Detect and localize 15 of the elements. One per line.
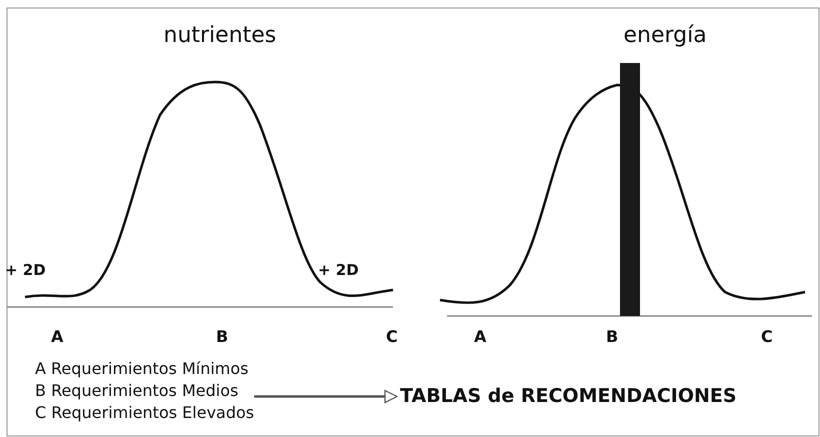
legend-text: A Requerimientos Mínimos <box>35 358 248 380</box>
arrow <box>254 390 398 404</box>
legend-text: C Requerimientos Elevados <box>35 402 254 424</box>
axis-label: C <box>761 329 773 345</box>
axis-label: C <box>386 329 398 345</box>
conclusion-text: TABLAS de RECOMENDACIONES <box>400 384 737 409</box>
deviation-label: + 2D <box>5 262 46 278</box>
axis-label: A <box>51 329 64 345</box>
title: energía <box>624 25 707 47</box>
deviation-label: + 2D <box>318 262 359 278</box>
title: nutrientes <box>164 25 276 47</box>
axis-label: A <box>474 329 486 345</box>
legend-text: B Requerimientos Medios <box>35 380 238 402</box>
axis-label: B <box>216 329 228 345</box>
axis-label: B <box>606 329 618 345</box>
